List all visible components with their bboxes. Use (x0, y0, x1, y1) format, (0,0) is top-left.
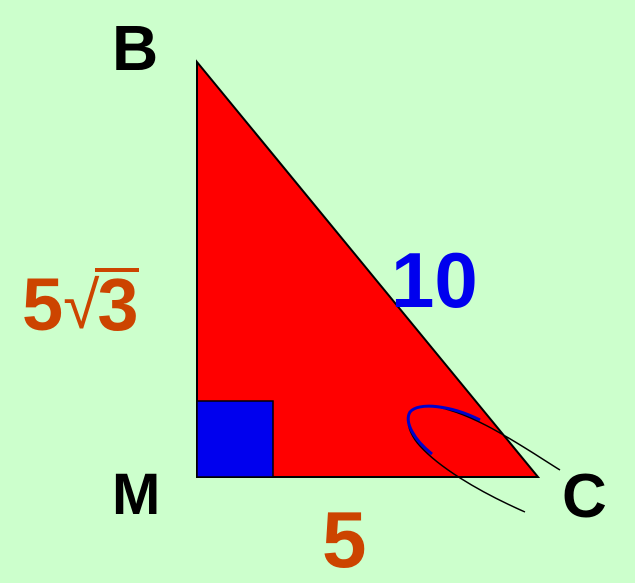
vertex-c-label: C (562, 462, 607, 531)
base-length-label: 5 (322, 495, 367, 583)
leg-radicand: 3 (95, 263, 139, 346)
vertex-b-label: B (112, 12, 159, 84)
right-triangle-bmc (196, 59, 541, 478)
leg-radical-group: √3 (63, 263, 139, 346)
leg-length-label: 5√3 (22, 268, 139, 342)
radical-sign: √ (63, 268, 100, 342)
angle-c-arc-inner (406, 404, 481, 456)
hypotenuse-length-label: 10 (391, 236, 478, 324)
vertex-m-label: M (112, 462, 161, 527)
right-angle-marker (196, 400, 274, 478)
angle-c-marker (406, 404, 561, 513)
leg-coefficient: 5 (22, 263, 64, 346)
